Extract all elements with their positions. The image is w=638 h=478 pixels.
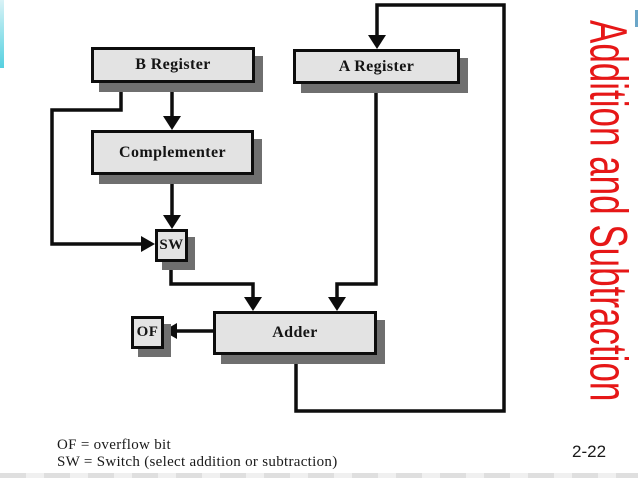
slide-title-vertical: Addition and Subtraction — [578, 20, 638, 402]
right-edge-accent-bar — [635, 10, 638, 27]
block-complementer: Complementer — [91, 130, 254, 175]
legend-note-sw: SW = Switch (select addition or subtract… — [57, 453, 338, 470]
connector-sw-to-adder — [169, 260, 255, 298]
connector-a-register-to-adder — [335, 83, 378, 298]
arrowhead-into-of — [163, 323, 177, 339]
arrowhead-into-sw-left — [141, 236, 155, 252]
legend-note-of: OF = overflow bit — [57, 437, 171, 453]
bottom-edge-artifact — [0, 473, 638, 478]
legend-notes: OF = overflow bit SW = Switch (select ad… — [57, 437, 338, 470]
page-number: 2-22 — [572, 442, 607, 461]
block-adder: Adder — [213, 311, 377, 355]
arrowhead-into-complementer — [163, 116, 181, 130]
arrowhead-into-adder-right — [328, 297, 346, 311]
block-a-register: A Register — [293, 49, 460, 84]
arrowhead-into-sw-top — [163, 215, 181, 229]
arrowhead-into-a-register — [368, 35, 386, 49]
block-overflow: OF — [131, 316, 164, 349]
left-edge-accent-bar — [0, 0, 4, 68]
block-b-register: B Register — [91, 47, 255, 83]
arrowhead-into-adder-left — [244, 297, 262, 311]
block-switch: SW — [155, 229, 188, 262]
